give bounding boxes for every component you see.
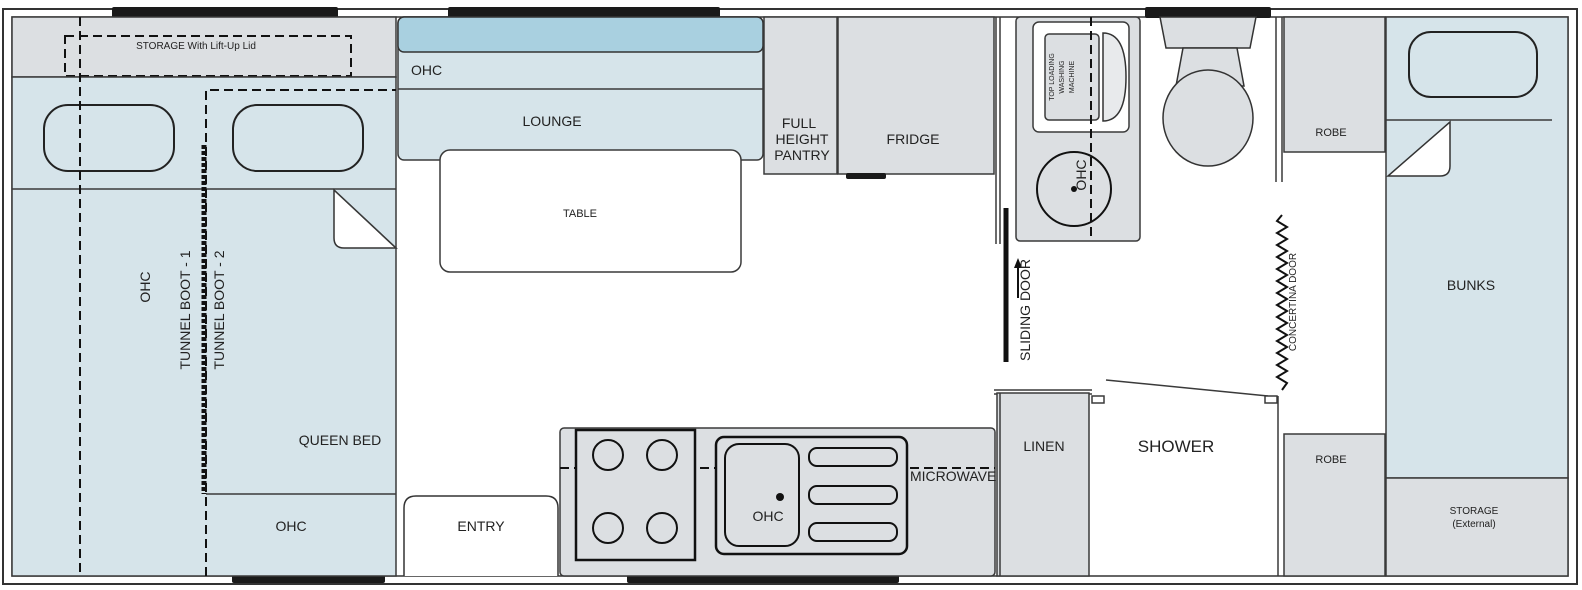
drainer-ridge-2 bbox=[808, 485, 898, 505]
ohc-bed-label: OHC bbox=[137, 271, 153, 302]
ohc-bathroom-label: OHC bbox=[1073, 159, 1089, 190]
shower-hinge-left bbox=[1091, 395, 1105, 404]
tunnel-boot-2-label: TUNNEL BOOT - 2 bbox=[211, 250, 227, 369]
burner-1 bbox=[592, 439, 624, 471]
ohc-bottom-left-label: OHC bbox=[275, 518, 306, 534]
pantry-label-3: PANTRY bbox=[774, 147, 830, 163]
queen-bed-label: QUEEN BED bbox=[299, 432, 381, 448]
toilet-cistern bbox=[1159, 16, 1257, 49]
pillow-right bbox=[232, 104, 364, 172]
window-top-3 bbox=[1145, 7, 1271, 18]
washer-label-2: WASHING bbox=[1059, 60, 1066, 93]
window-top-2 bbox=[448, 7, 720, 18]
robe-bottom-label: ROBE bbox=[1315, 454, 1346, 466]
washing-machine-dial bbox=[1102, 32, 1127, 122]
storage-external bbox=[1385, 477, 1569, 577]
robe-top-label: ROBE bbox=[1315, 127, 1346, 139]
pantry-label-2: HEIGHT bbox=[776, 131, 829, 147]
washer-label-1: TOP LOADING bbox=[1049, 53, 1056, 101]
linen-cupboard bbox=[996, 392, 1090, 577]
fridge-label: FRIDGE bbox=[887, 131, 940, 147]
storage-external-label-2: (External) bbox=[1452, 519, 1495, 530]
shower-screen bbox=[1105, 379, 1269, 397]
drainer-ridge-3 bbox=[808, 522, 898, 542]
basin-drain bbox=[1071, 186, 1077, 192]
tunnel-boot-2-outline bbox=[205, 89, 396, 576]
sink-drain bbox=[776, 493, 784, 501]
robe-top bbox=[1283, 16, 1386, 153]
fridge-handle bbox=[846, 173, 886, 179]
tunnel-boot-1-label: TUNNEL BOOT - 1 bbox=[177, 250, 193, 369]
burner-2 bbox=[646, 439, 678, 471]
ohc-kitchen-label: OHC bbox=[752, 508, 783, 524]
linen-label: LINEN bbox=[1023, 438, 1064, 454]
shower-label: SHOWER bbox=[1138, 437, 1215, 456]
ohc-rear-top-label: OHC bbox=[411, 62, 442, 78]
burner-3 bbox=[592, 512, 624, 544]
sliding-door-label: SLIDING DOOR bbox=[1017, 259, 1033, 361]
entry-label: ENTRY bbox=[457, 518, 505, 534]
lounge-label: LOUNGE bbox=[522, 113, 581, 129]
toilet-bowl bbox=[1162, 69, 1254, 167]
lounge-backrest bbox=[397, 16, 764, 53]
bunk-pillow bbox=[1408, 31, 1538, 98]
shower-hinge-right bbox=[1264, 395, 1278, 404]
burner-4 bbox=[646, 512, 678, 544]
pillow-left bbox=[43, 104, 175, 172]
concertina-door-label: CONCERTINA DOOR bbox=[1288, 253, 1299, 351]
pantry-label-1: FULL bbox=[782, 115, 816, 131]
bed-corner-fold-edge bbox=[333, 189, 397, 249]
fridge bbox=[837, 16, 995, 175]
robe-bottom bbox=[1283, 433, 1386, 577]
concertina-door bbox=[1275, 214, 1289, 391]
storage-lift-up-outline bbox=[64, 35, 352, 77]
storage-lift-up-label: STORAGE With Lift-Up Lid bbox=[136, 41, 256, 52]
window-top-1 bbox=[112, 7, 338, 18]
pantry bbox=[763, 16, 838, 175]
microwave-label: MICROWAVE bbox=[910, 468, 996, 484]
washer-label-3: MACHINE bbox=[1069, 61, 1076, 94]
drainer-ridge-1 bbox=[808, 447, 898, 467]
storage-external-label-1: STORAGE bbox=[1450, 506, 1499, 517]
table-label: TABLE bbox=[563, 208, 597, 220]
bunk-corner-fold bbox=[1385, 120, 1451, 177]
sliding-door-arrow-head bbox=[1014, 258, 1022, 268]
entry-step bbox=[403, 495, 559, 576]
sink-bowl bbox=[724, 443, 800, 547]
bunks-label: BUNKS bbox=[1447, 277, 1495, 293]
washing-machine-lid bbox=[1044, 33, 1100, 121]
table bbox=[439, 149, 742, 273]
